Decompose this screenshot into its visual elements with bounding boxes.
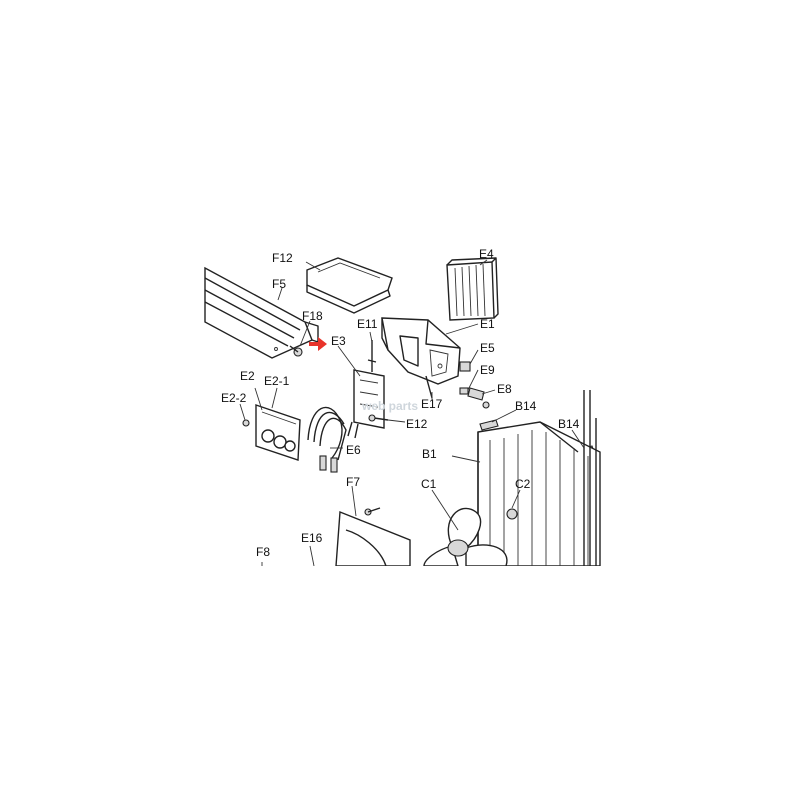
label-e2: E2: [240, 369, 255, 383]
label-f5: F5: [272, 277, 286, 291]
pointer-arrow-icon: [309, 337, 327, 351]
part-e9-connector: [459, 387, 469, 395]
label-e1: E1: [480, 317, 495, 331]
label-b1: B1: [422, 447, 437, 461]
part-f18-screw: [289, 345, 303, 357]
part-e2-board: [255, 404, 301, 461]
part-e2-2-fitting: [242, 419, 250, 427]
leader-lines: [239, 259, 585, 567]
label-e12: E12: [406, 417, 428, 431]
label-e16: E16: [301, 531, 323, 545]
part-c2-nut: [506, 508, 518, 520]
label-f18: F18: [302, 309, 323, 323]
label-e8: E8: [497, 382, 512, 396]
label-b14-right: B14: [558, 417, 580, 431]
label-f8: F8: [256, 545, 270, 559]
label-e6: E6: [346, 443, 361, 457]
part-f7-front-frame: [335, 507, 411, 567]
label-e17: E17: [421, 397, 443, 411]
label-f12: F12: [272, 251, 293, 265]
label-e9: E9: [480, 363, 495, 377]
label-e4: E4: [479, 247, 494, 261]
part-e8-bracket: [467, 387, 490, 409]
label-e11: E11: [357, 317, 378, 331]
part-f5-top-panel: [204, 266, 319, 359]
label-c1: C1: [421, 477, 437, 491]
part-c1-fan: [423, 507, 508, 567]
part-f12-cover: [306, 257, 393, 314]
part-e3-board: [347, 369, 385, 439]
part-b14-clip-left: [479, 419, 499, 431]
part-e1-control-box: [381, 317, 461, 385]
label-e2-1: E2-1: [264, 374, 290, 388]
label-f7: F7: [346, 475, 360, 489]
part-e11-clip: [367, 340, 377, 372]
part-e12-screw: [368, 414, 389, 422]
lower-blank-area: [0, 566, 800, 800]
label-e3: E3: [331, 334, 346, 348]
label-e2-2: E2-2: [221, 391, 247, 405]
part-b1-heat-exchanger: [477, 390, 601, 567]
label-b14-left: B14: [515, 399, 537, 413]
label-e5: E5: [480, 341, 495, 355]
part-e5-connector: [459, 361, 471, 372]
part-e4-heatsink: [446, 257, 499, 321]
watermark: web parts: [361, 399, 418, 413]
part-e6-harness: [307, 406, 347, 473]
part-e17-clip: [425, 375, 433, 399]
label-c2: C2: [515, 477, 531, 491]
